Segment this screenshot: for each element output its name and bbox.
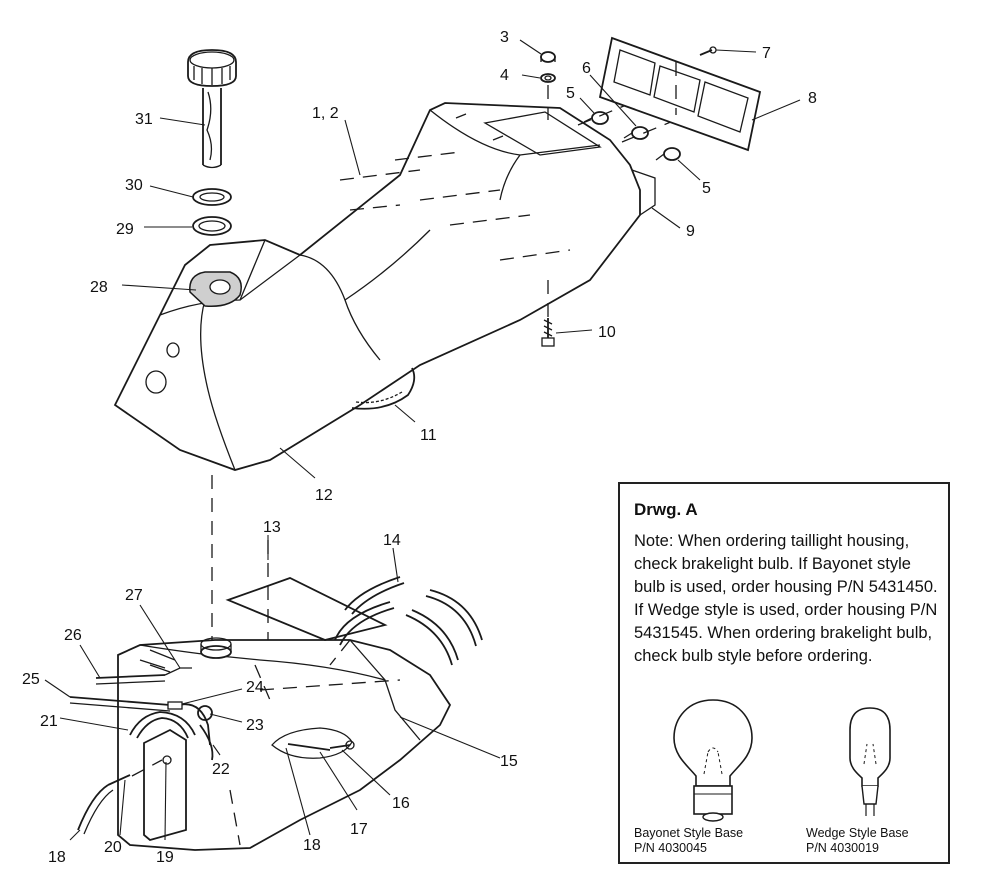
taillight-lens-part-8: [598, 36, 762, 152]
drawing-a-note-box: Drwg. A Note: When ordering taillight ho…: [618, 482, 950, 864]
wedge-bulb-illustration: [849, 707, 891, 816]
nut-part-3: [540, 51, 556, 63]
callout-6: 6: [582, 60, 591, 77]
callout-labels: 1, 2 3 4 5 5 6 7 8 9 10 11 12 13 14 15 1…: [22, 29, 817, 866]
callout-19: 19: [156, 849, 174, 866]
hose-part-11: [351, 367, 416, 410]
callout-5-lower: 5: [702, 180, 711, 197]
callout-1-2: 1, 2: [312, 105, 339, 122]
bolt-part-10: [541, 318, 555, 347]
washer-part-4: [540, 73, 556, 83]
callout-14: 14: [383, 532, 401, 549]
callout-20: 20: [104, 839, 122, 856]
tank-filler-neck: [200, 637, 232, 659]
fuel-gauge-part-31: [187, 49, 237, 169]
callout-5-upper: 5: [566, 85, 575, 102]
callout-23: 23: [246, 717, 264, 734]
callout-17: 17: [350, 821, 368, 838]
gasket-part-30: [192, 188, 232, 206]
callout-28: 28: [90, 279, 108, 296]
note-title: Drwg. A: [634, 500, 698, 519]
fuel-tank-part-15: [117, 639, 452, 851]
seat-shell-part-12: [113, 102, 656, 471]
callout-7: 7: [762, 45, 771, 62]
callout-29: 29: [116, 221, 134, 238]
screw-part-7: [699, 46, 717, 56]
clamp-part-22: [199, 724, 214, 761]
callout-24: 24: [246, 679, 264, 696]
callout-3: 3: [500, 29, 509, 46]
callout-18-left: 18: [48, 849, 66, 866]
fitting-part-24: [167, 701, 183, 710]
bulb-part-6: [623, 126, 649, 140]
callout-26: 26: [64, 627, 82, 644]
callout-13: 13: [263, 519, 281, 536]
fuel-line-part-17: [287, 743, 331, 751]
hose-part-25: [69, 696, 171, 706]
callout-22: 22: [212, 761, 230, 778]
callout-12: 12: [315, 487, 333, 504]
callout-8: 8: [808, 90, 817, 107]
callout-16: 16: [392, 795, 410, 812]
hose-part-26: [95, 674, 166, 679]
bulb-part-5-lower: [655, 147, 681, 161]
callout-31: 31: [135, 111, 153, 128]
leader-lines: [44, 39, 801, 841]
callout-10: 10: [598, 324, 616, 341]
note-body: Note: When ordering taillight housing, c…: [634, 532, 938, 665]
clamp-part-23: [197, 705, 213, 721]
fuel-line-part-20: [107, 774, 131, 786]
fuel-line-part-18-left: [77, 784, 109, 831]
bayonet-caption: Bayonet Style Base P/N 4030045: [634, 826, 744, 855]
callout-30: 30: [125, 177, 143, 194]
pad-part-13: [225, 577, 388, 641]
bayonet-bulb-illustration: [673, 699, 753, 822]
callout-11: 11: [420, 427, 437, 444]
gasket-part-29: [192, 216, 232, 236]
callout-21: 21: [40, 713, 58, 730]
callout-4: 4: [500, 67, 509, 84]
callout-27: 27: [125, 587, 143, 604]
callout-15: 15: [500, 753, 518, 770]
fuel-filter-part-19: [143, 728, 187, 841]
callout-9: 9: [686, 223, 695, 240]
callout-25: 25: [22, 671, 40, 688]
strap-part-14: [334, 576, 483, 666]
callout-18-right: 18: [303, 837, 321, 854]
wedge-caption: Wedge Style Base P/N 4030019: [806, 826, 909, 855]
